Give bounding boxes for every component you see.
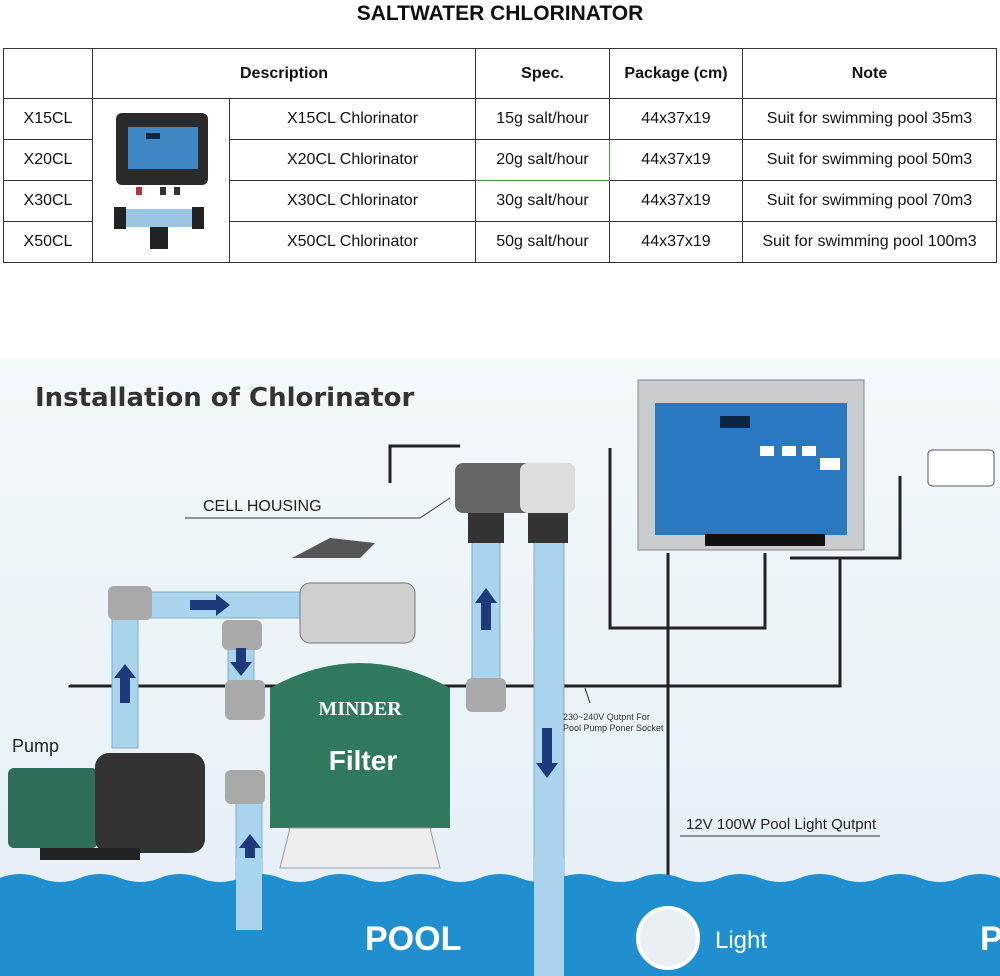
product-image bbox=[92, 98, 230, 263]
pump-outlet-label-1: 230~240V Qutpnt For bbox=[563, 712, 650, 722]
spec-cell: 20g salt/hour bbox=[475, 139, 610, 181]
description-cell: X30CL Chlorinator bbox=[229, 180, 476, 222]
package-cell: 44x37x19 bbox=[609, 221, 743, 263]
pump-label: Pump bbox=[12, 736, 59, 756]
light-label: Light bbox=[715, 927, 767, 954]
spec-table: Description Spec. Package (cm) Note X15C… bbox=[3, 48, 997, 263]
spec-cell: 15g salt/hour bbox=[475, 98, 610, 140]
note-cell: Suit for swimming pool 70m3 bbox=[742, 180, 997, 222]
pump-outlet-pointer bbox=[584, 687, 591, 704]
diagram-title: Installation of Chlorinator bbox=[35, 383, 414, 413]
pool-label-partial: P bbox=[980, 920, 1000, 958]
filter-label: Filter bbox=[329, 745, 398, 776]
header-model bbox=[3, 48, 93, 99]
table-row: X20CL X20CL Chlorinator 20g salt/hour 44… bbox=[3, 139, 997, 181]
model-cell: X15CL bbox=[3, 98, 93, 140]
note-cell: Suit for swimming pool 35m3 bbox=[742, 98, 997, 140]
flow-arrows bbox=[114, 588, 558, 868]
package-cell: 44x37x19 bbox=[609, 139, 743, 181]
header-package: Package (cm) bbox=[609, 48, 743, 99]
description-cell: X15CL Chlorinator bbox=[229, 98, 476, 140]
table-row: X15CL X15CL Chlorinator 15g salt/hour 44… bbox=[3, 98, 997, 263]
pool-water bbox=[0, 874, 1000, 976]
package-cell: 44x37x19 bbox=[609, 98, 743, 140]
cell-housing-cap bbox=[520, 463, 575, 513]
cell-housing-label: CELL HOUSING bbox=[203, 498, 322, 515]
pool-return-pipe bbox=[534, 858, 564, 976]
table-header-row: Description Spec. Package (cm) Note bbox=[3, 48, 997, 99]
package-cell: 44x37x19 bbox=[609, 180, 743, 222]
spec-cell: 30g salt/hour bbox=[475, 180, 610, 222]
cell-housing-pointer bbox=[419, 497, 451, 519]
model-cell: X20CL bbox=[3, 139, 93, 181]
pool-label: POOL bbox=[365, 920, 461, 958]
pump-outlet-label-2: Pool Pump Poner Socket bbox=[563, 723, 664, 733]
spec-cell: 50g salt/hour bbox=[475, 221, 610, 263]
note-cell: Suit for swimming pool 100m3 bbox=[742, 221, 997, 263]
note-cell: Suit for swimming pool 50m3 bbox=[742, 139, 997, 181]
page-title: SALTWATER CHLORINATOR bbox=[356, 2, 644, 25]
description-cell: X50CL Chlorinator bbox=[229, 221, 476, 263]
chlorinator-product-icon bbox=[114, 113, 208, 249]
installation-diagram: Installation of Chlorinator bbox=[0, 358, 1000, 976]
model-cell: X30CL bbox=[3, 180, 93, 222]
light-outlet-label: 12V 100W Pool Light Qutpnt bbox=[686, 816, 877, 833]
pool-light-icon bbox=[636, 906, 700, 970]
table-row: X50CL X50CL Chlorinator 50g salt/hour 44… bbox=[3, 221, 997, 263]
header-spec: Spec. bbox=[475, 48, 610, 99]
sand-filter: MINDER Filter bbox=[270, 538, 450, 869]
control-box bbox=[637, 379, 865, 551]
header-note: Note bbox=[742, 48, 997, 99]
power-socket-icon bbox=[927, 449, 995, 487]
pool-inlet-pipe bbox=[236, 858, 262, 930]
model-cell: X50CL bbox=[3, 221, 93, 263]
pipe-elbows bbox=[108, 513, 568, 804]
header-description: Description bbox=[92, 48, 476, 99]
pump bbox=[8, 753, 205, 860]
description-cell: X20CL Chlorinator bbox=[229, 139, 476, 181]
table-row: X30CL X30CL Chlorinator 30g salt/hour 44… bbox=[3, 180, 997, 222]
filter-brand: MINDER bbox=[318, 698, 402, 720]
